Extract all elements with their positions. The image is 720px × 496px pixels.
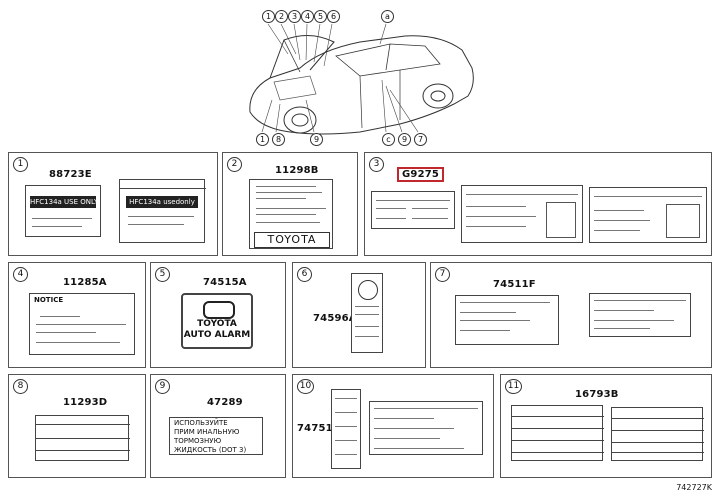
panel-1[interactable]: 1 88723E HFC134a USE ONLY HFC134a usedon…	[8, 152, 218, 256]
callout-4[interactable]: 4	[301, 10, 314, 23]
panel-number: 5	[155, 267, 170, 282]
label-drawing: TOYOTA	[249, 179, 333, 249]
panel-8[interactable]: 8 11293D	[8, 374, 146, 478]
label-text: HFC134a usedonly	[126, 196, 198, 208]
label-drawing	[461, 185, 583, 243]
panel-11[interactable]: 11 16793B	[500, 374, 712, 478]
label-drawing	[351, 273, 383, 353]
callout-1[interactable]: 1	[262, 10, 275, 23]
callout-8[interactable]: 8	[272, 133, 285, 146]
part-code: 47289	[207, 397, 243, 408]
callout-3[interactable]: 3	[288, 10, 301, 23]
label-drawing	[371, 191, 455, 229]
part-code: 11285A	[63, 277, 107, 288]
car-diagram-icon	[666, 204, 700, 238]
panel-number: 11	[505, 379, 522, 394]
callout-9[interactable]: 9	[310, 133, 323, 146]
label-drawing	[369, 401, 483, 455]
panel-number: 6	[297, 267, 312, 282]
label-drawing	[35, 415, 130, 461]
car-overview-drawing	[249, 23, 474, 135]
part-code-highlighted[interactable]: G9275	[397, 167, 445, 182]
brake-fluid-label: ИСПОЛЬЗУЙТЕ ПРИМ ИНАЛЬНУЮ ТОРМОЗНУЮ ЖИДК…	[169, 417, 263, 455]
label-drawing: HFC134a usedonly	[119, 179, 206, 243]
callout-a[interactable]: a	[381, 10, 394, 23]
panel-5[interactable]: 5 74515A TOYOTA AUTO ALARM	[150, 262, 286, 368]
label-drawing	[589, 187, 707, 243]
warning-icon	[358, 280, 378, 300]
alarm-brand: TOYOTA	[197, 319, 237, 329]
part-code: 74596A	[313, 313, 357, 324]
label-drawing: HFC134a USE ONLY	[25, 185, 101, 237]
panel-number: 10	[297, 379, 314, 394]
panel-3[interactable]: 3 G9275	[364, 152, 712, 256]
panel-number: 2	[227, 157, 242, 172]
label-drawing	[589, 293, 691, 337]
label-drawing	[611, 407, 704, 461]
panel-7[interactable]: 7 74511F	[430, 262, 712, 368]
panel-number: 8	[13, 379, 28, 394]
part-code: 11298B	[275, 165, 319, 176]
callout-7[interactable]: 7	[414, 133, 427, 146]
panel-number: 4	[13, 267, 28, 282]
label-drawing	[331, 389, 361, 469]
panel-number: 1	[13, 157, 28, 172]
alarm-label: TOYOTA AUTO ALARM	[181, 293, 253, 349]
label-line: ПРИМ ИНАЛЬНУЮ	[174, 428, 240, 436]
notice-text: NOTICE	[34, 296, 64, 304]
panel-10[interactable]: 10 74751	[292, 374, 494, 478]
callout-5[interactable]: 5	[314, 10, 327, 23]
callout-c[interactable]: c	[382, 133, 395, 146]
alarm-text: AUTO ALARM	[183, 330, 251, 340]
panel-number: 7	[435, 267, 450, 282]
part-code: 16793B	[575, 389, 619, 400]
callout-6[interactable]: 6	[327, 10, 340, 23]
label-line: ЖИДКОСТЬ (DOT 3)	[174, 446, 247, 454]
part-code: 88723E	[49, 169, 92, 180]
part-code: 74751	[297, 423, 333, 434]
label-text: HFC134a USE ONLY	[30, 196, 96, 208]
part-code: 11293D	[63, 397, 108, 408]
label-line: ТОРМОЗНУЮ	[174, 437, 222, 445]
label-line: ИСПОЛЬЗУЙТЕ	[174, 419, 228, 427]
car-alarm-icon	[203, 301, 235, 319]
panel-6[interactable]: 6 74596A	[292, 262, 426, 368]
panel-4[interactable]: 4 11285A NOTICE	[8, 262, 146, 368]
panel-number: 9	[155, 379, 170, 394]
panel-number: 3	[369, 157, 384, 172]
callout-2[interactable]: 2	[275, 10, 288, 23]
callout-1-bottom[interactable]: 1	[256, 133, 269, 146]
car-diagram-icon	[546, 202, 576, 238]
part-code: 74515A	[203, 277, 247, 288]
callout-9b[interactable]: 9	[398, 133, 411, 146]
panel-2[interactable]: 2 11298B TOYOTA	[222, 152, 358, 256]
diagram-id: 742727K	[676, 483, 712, 492]
label-drawing	[511, 405, 604, 461]
label-drawing: NOTICE	[29, 293, 135, 355]
label-drawing	[455, 295, 559, 345]
toyota-logo: TOYOTA	[254, 232, 330, 248]
part-code: 74511F	[493, 279, 536, 290]
panel-9[interactable]: 9 47289 ИСПОЛЬЗУЙТЕ ПРИМ ИНАЛЬНУЮ ТОРМОЗ…	[150, 374, 286, 478]
